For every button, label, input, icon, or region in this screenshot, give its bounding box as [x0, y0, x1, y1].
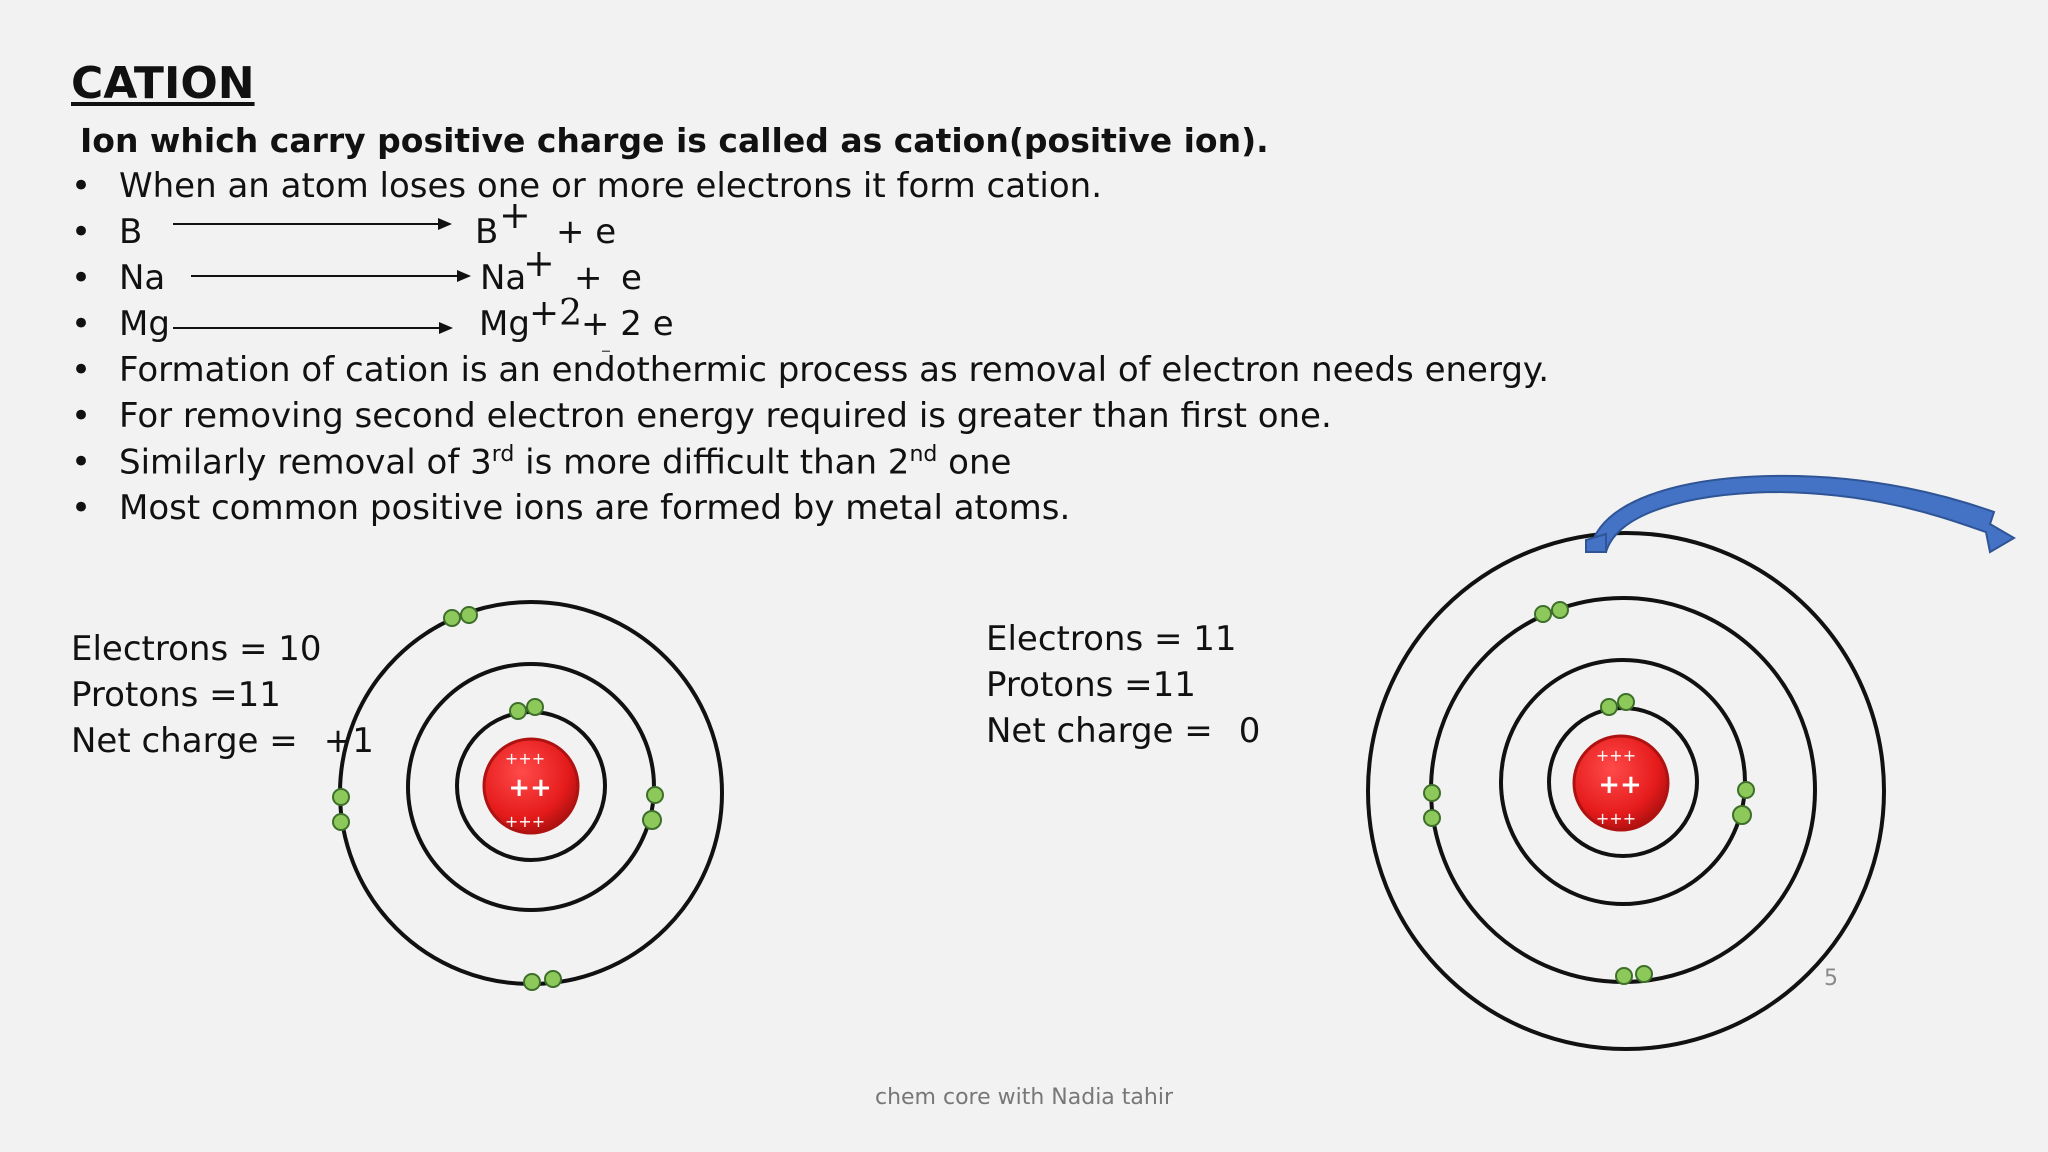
curved-arrow-icon: [1585, 474, 2016, 554]
reactant: Mg: [119, 304, 170, 344]
product: B: [475, 212, 499, 252]
bullet-text: For removing second electron energy requ…: [119, 396, 1332, 436]
atom-info: Electrons = 11 Protons =11 Net charge =0: [986, 616, 1260, 754]
bullet-dot: •: [71, 396, 92, 436]
equation-boron: • B B + + e: [71, 196, 671, 258]
plus-sign: +: [574, 258, 603, 298]
bullet-text: Most common positive ions are formed by …: [119, 488, 1071, 528]
electron-term: + e: [556, 212, 617, 252]
charge: +: [499, 193, 531, 237]
footer-credit: chem core with Nadia tahir: [874, 1085, 1173, 1110]
stray-mark: –: [601, 338, 611, 362]
atom-electrons: Electrons = 11: [986, 619, 1237, 659]
electrons: [332, 606, 664, 991]
slide-title: CATION: [71, 58, 255, 109]
charge: +: [523, 241, 555, 285]
sodium-ion-diagram: +++ ++ +++: [332, 600, 724, 991]
equation-magnesium: • Mg Mg +2 + 2 e –: [71, 296, 771, 364]
reaction-arrow: [191, 270, 471, 282]
svg-text:++: ++: [508, 773, 552, 803]
bullet-dot: •: [71, 442, 92, 482]
bullet-text: When an atom loses one or more electrons…: [119, 166, 1103, 206]
charge: +2: [529, 293, 583, 334]
electron-term: e: [621, 258, 642, 298]
electron-term: + 2 e: [581, 304, 674, 344]
ion-info: Electrons = 10 Protons =11 Net charge =+…: [71, 626, 374, 764]
ion-electrons: Electrons = 10: [71, 629, 322, 669]
bullet-dot: •: [71, 258, 92, 298]
product: Na: [480, 258, 527, 298]
reactant: B: [119, 212, 143, 252]
bullet-dot: •: [71, 304, 92, 344]
svg-text:+++: +++: [1596, 746, 1636, 765]
page-number: 5: [1824, 966, 1838, 991]
bullet-dot: •: [71, 212, 92, 252]
ion-net-charge: Net charge =+1: [71, 721, 374, 761]
bullet-text: Similarly removal of 3rd is more difficu…: [119, 442, 1012, 483]
nucleus: +++ ++ +++: [1572, 734, 1670, 832]
atom-protons: Protons =11: [986, 665, 1196, 705]
svg-text:+++: +++: [1596, 809, 1636, 828]
equation-sodium: • Na Na + + e: [71, 244, 771, 304]
svg-text:+++: +++: [505, 749, 545, 768]
reaction-arrow: [173, 322, 453, 334]
sodium-atom-diagram: +++ ++ +++: [1366, 474, 2016, 1051]
electrons: [1423, 601, 1755, 985]
reactant: Na: [119, 258, 166, 298]
bullet-dot: •: [71, 488, 92, 528]
slide-subtitle: Ion which carry positive charge is calle…: [80, 121, 1269, 160]
reaction-arrow: [173, 218, 452, 230]
product: Mg: [479, 304, 530, 344]
outermost-shell: [1366, 531, 1886, 1051]
svg-text:+++: +++: [505, 812, 545, 831]
bullet-dot: •: [71, 166, 92, 206]
atom-net-charge: Net charge =0: [986, 711, 1261, 751]
bullet-dot: •: [71, 350, 92, 390]
nucleus: +++ ++ +++: [482, 737, 580, 835]
bullet-text: Formation of cation is an endothermic pr…: [119, 350, 1550, 390]
svg-text:++: ++: [1598, 770, 1642, 800]
ion-protons: Protons =11: [71, 675, 281, 715]
